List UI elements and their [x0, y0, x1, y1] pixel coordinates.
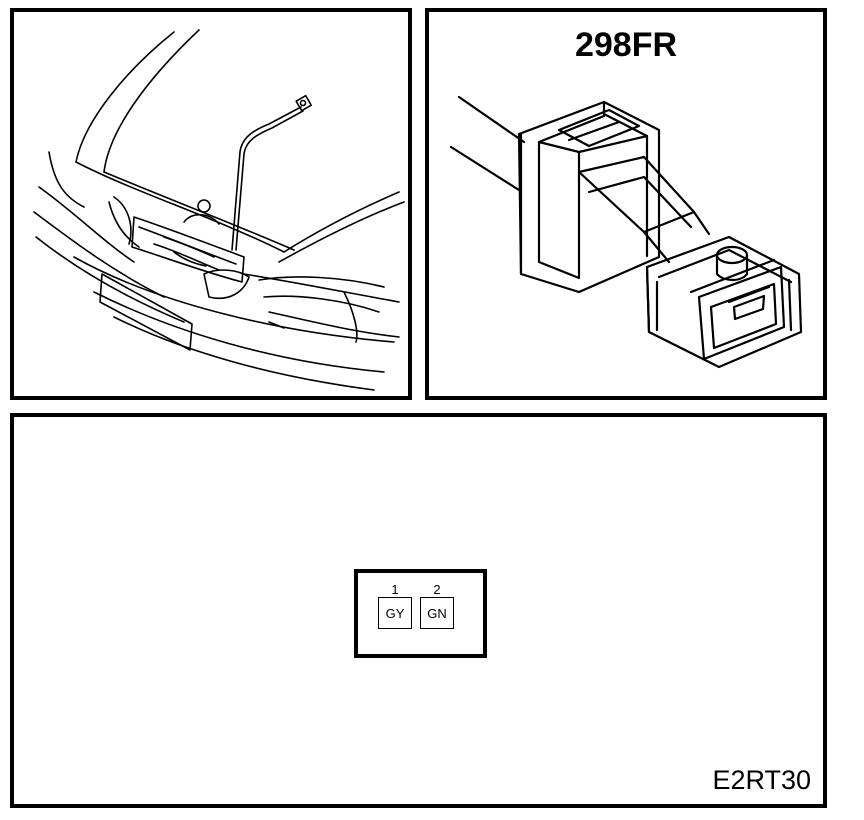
- pin-number: 2: [433, 582, 441, 597]
- car-front-illustration: [33, 29, 405, 391]
- connector-face: 1 GY 2 GN: [354, 569, 487, 658]
- pin-number: 1: [391, 582, 399, 597]
- location-view-panel: [10, 8, 412, 400]
- connector-title: 298FR: [574, 26, 678, 64]
- pin-layout-panel: 1 GY 2 GN E2RT30: [10, 413, 827, 808]
- figure-code: E2RT30: [712, 765, 811, 795]
- connector-illustration: [449, 95, 803, 369]
- pin-2: 2 GN: [420, 583, 454, 629]
- pin-wire-color: GN: [420, 597, 454, 629]
- connector-view-panel: 298FR: [425, 8, 827, 400]
- pin-1: 1 GY: [378, 583, 412, 629]
- pin-wire-color: GY: [378, 597, 412, 629]
